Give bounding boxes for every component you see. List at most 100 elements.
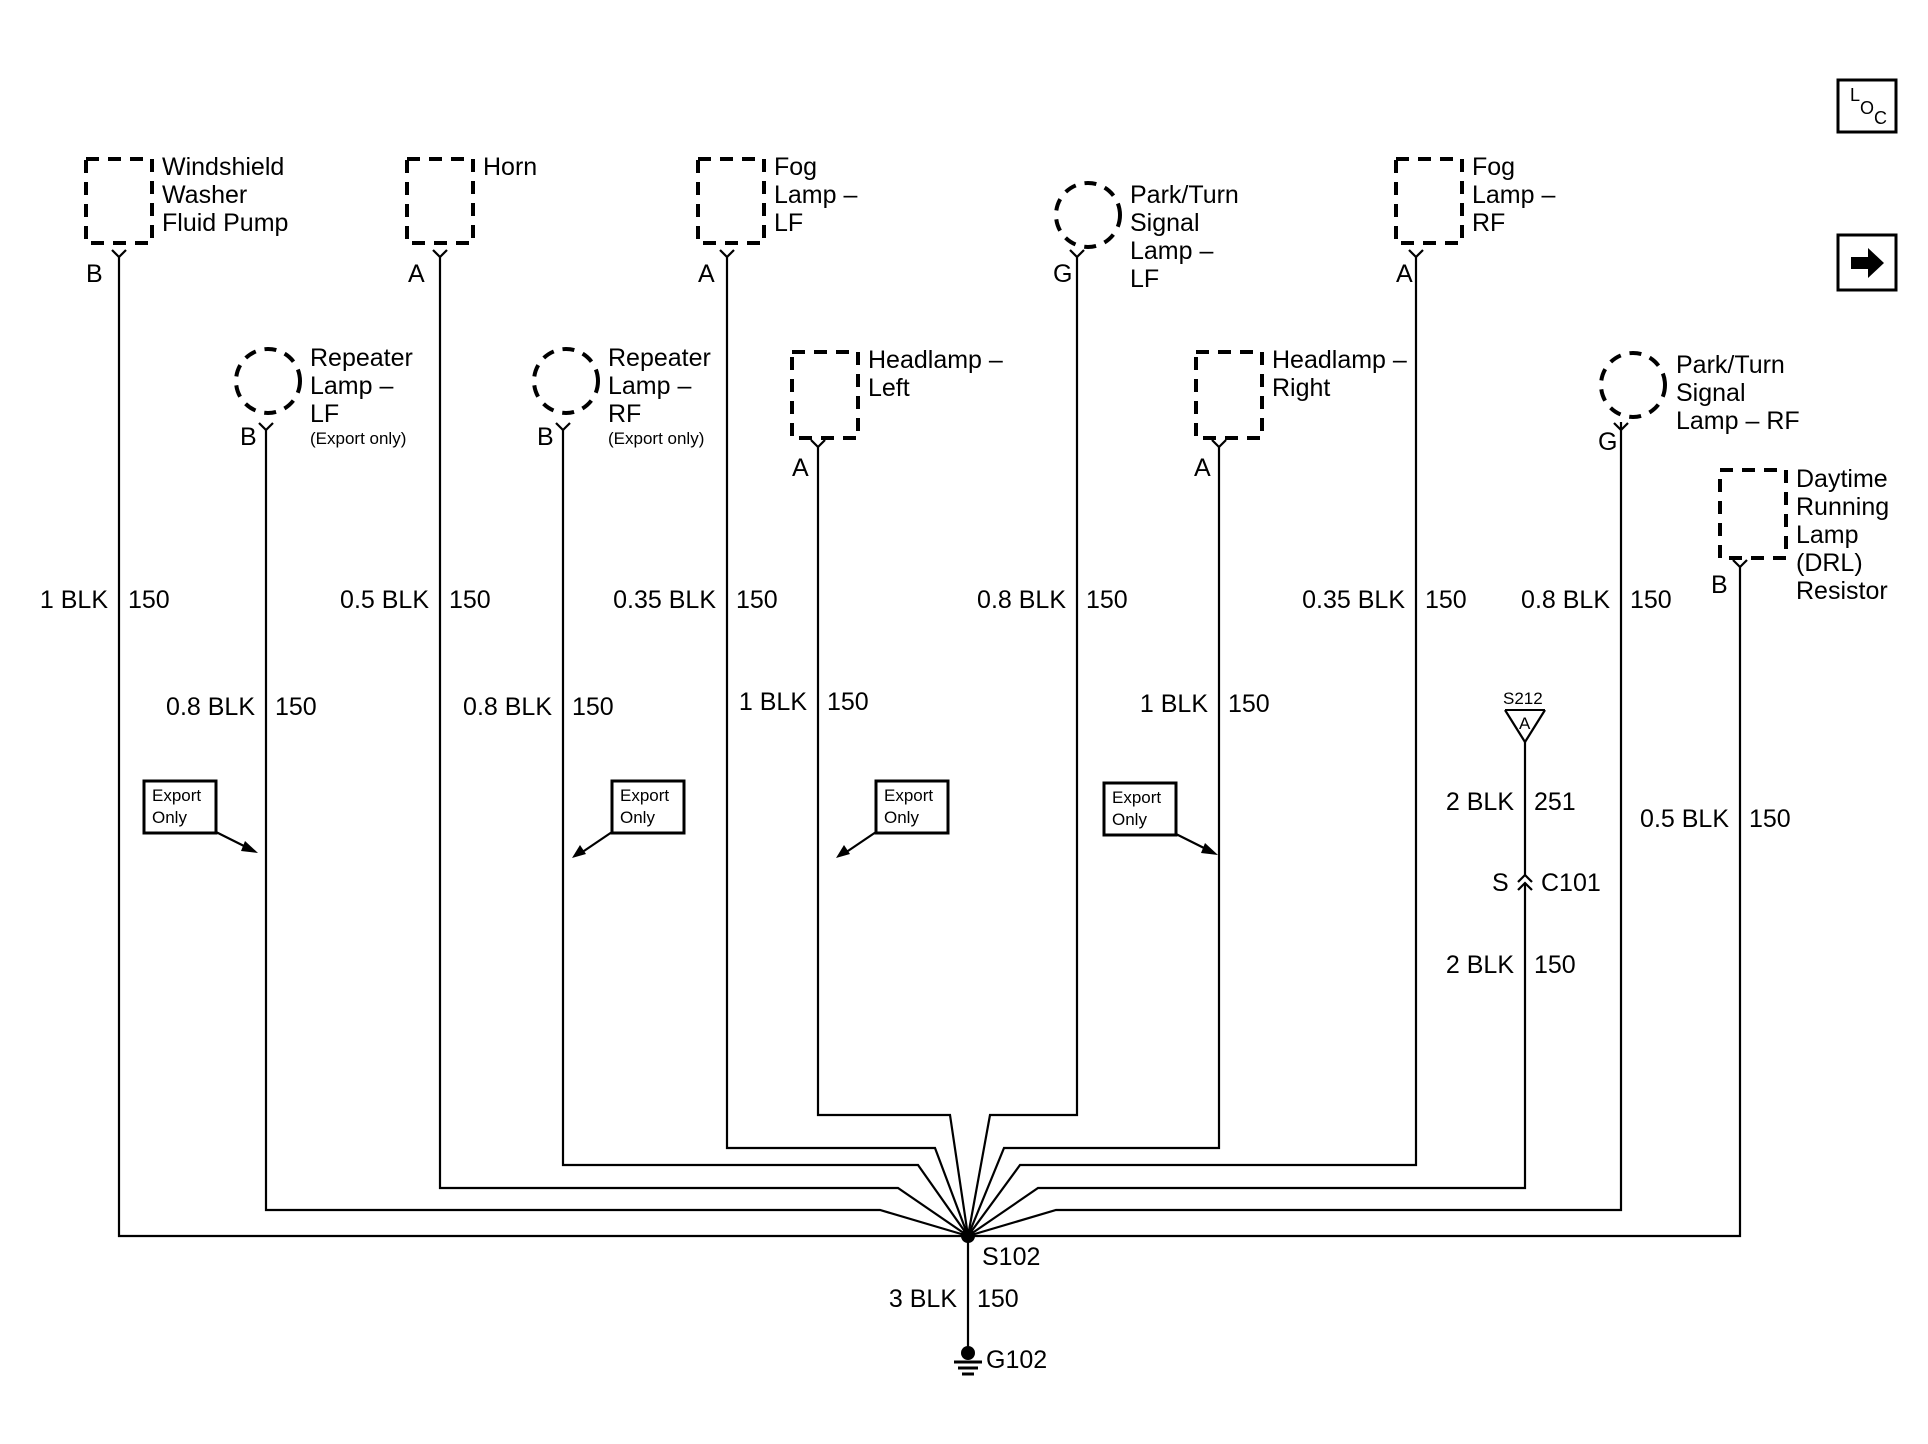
export-only-callout-3: Export Only (836, 779, 950, 858)
arrow-head-icon (836, 845, 850, 858)
splice-s212-label: S212 (1503, 689, 1543, 708)
arrow-head-icon (572, 845, 586, 858)
svg-text:Export: Export (152, 786, 201, 805)
wires (117, 257, 1742, 1350)
pin-y-icon (719, 249, 735, 259)
wire-park-turn-rf (967, 422, 1623, 1238)
wire-circuit: 150 (128, 586, 170, 614)
connector-c101 (1517, 873, 1533, 905)
wire-circuit: 150 (1425, 586, 1467, 614)
splice-s102-dot (961, 1229, 975, 1243)
pin-y-icon (111, 249, 127, 259)
svg-text:Only: Only (884, 808, 919, 827)
location-button[interactable]: L O C (1836, 78, 1898, 134)
wire-fog-rf (967, 257, 1418, 1237)
export-only-callout-1: Export Only (142, 779, 258, 853)
svg-text:Export: Export (620, 786, 669, 805)
wire-gauge: 1 BLK (40, 586, 108, 614)
repeater-rf-label: Repeater Lamp – RF (608, 344, 718, 428)
ground-icon (954, 1346, 982, 1376)
headlamp-right-box (1194, 350, 1264, 440)
wire-gauge: 1 BLK (739, 688, 807, 716)
drl-resistor-box (1718, 468, 1788, 560)
fog-lf-label: Fog Lamp – LF (774, 153, 864, 237)
washer-pump-pin: B (86, 260, 103, 288)
pin-y-icon (1732, 559, 1748, 569)
park-turn-rf-circle (1599, 351, 1667, 419)
fog-rf-box (1394, 157, 1464, 245)
splice-pack-s212: S212 A (1503, 689, 1546, 745)
repeater-lf-pin: B (240, 423, 257, 451)
wire-drl-resistor (968, 567, 1742, 1238)
wire-gauge: 2 BLK (1446, 788, 1514, 816)
wire-circuit: 150 (977, 1285, 1019, 1313)
wire-gauge: 0.5 BLK (340, 586, 429, 614)
connector-c101-label: C101 (1541, 869, 1601, 897)
export-only-callout-2: Export Only (572, 779, 686, 858)
park-turn-lf-pin: G (1053, 260, 1072, 288)
connector-c101-pin: S (1492, 869, 1509, 897)
pin-y-icon (1211, 439, 1227, 449)
splice-s212-pin: A (1519, 714, 1531, 733)
fog-rf-label: Fog Lamp – RF (1472, 153, 1562, 237)
washer-pump-label: Windshield Washer Fluid Pump (162, 153, 291, 237)
wire-gauge: 0.8 BLK (977, 586, 1066, 614)
park-turn-rf-pin: G (1598, 428, 1617, 456)
horn-pin: A (408, 260, 425, 288)
pin-y-icon (1613, 422, 1629, 432)
washer-pump-box (84, 157, 154, 245)
svg-text:Only: Only (1112, 810, 1147, 829)
park-turn-lf-label: Park/Turn Signal Lamp – LF (1130, 181, 1246, 293)
wire-circuit: 150 (1086, 586, 1128, 614)
svg-text:Export: Export (884, 786, 933, 805)
fog-lf-box (696, 157, 766, 245)
wire-gauge: 0.8 BLK (463, 693, 552, 721)
headlamp-left-pin: A (792, 454, 809, 482)
wire-circuit: 150 (449, 586, 491, 614)
wire-circuit: 150 (1749, 805, 1791, 833)
wire-circuit: 150 (1228, 690, 1270, 718)
pin-y-icon (1069, 249, 1085, 259)
wire-park-turn-lf (966, 257, 1079, 1237)
horn-label: Horn (483, 153, 537, 181)
arrow-head-icon (241, 841, 258, 853)
splice-s102-label: S102 (982, 1243, 1040, 1271)
arrow-right-icon (1851, 248, 1884, 278)
loc-l-text: L (1850, 85, 1860, 105)
svg-text:Export: Export (1112, 788, 1161, 807)
loc-c-text: C (1874, 108, 1887, 128)
svg-text:Only: Only (152, 808, 187, 827)
loc-o-text: O (1860, 98, 1874, 118)
repeater-rf-note: (Export only) (608, 429, 704, 448)
pin-y-icon (1408, 249, 1424, 259)
wire-circuit: 150 (572, 693, 614, 721)
wire-gauge: 0.35 BLK (1302, 586, 1405, 614)
fog-rf-pin: A (1396, 260, 1413, 288)
wire-circuit: 150 (275, 693, 317, 721)
export-only-callout-4: Export Only (1102, 781, 1218, 855)
park-turn-lf-circle (1054, 181, 1122, 249)
pin-y-icon (810, 439, 826, 449)
wire-fog-lf (725, 257, 970, 1237)
arrow-head-icon (1201, 843, 1218, 855)
wire-gauge: 0.35 BLK (613, 586, 716, 614)
repeater-lf-label: Repeater Lamp – LF (310, 344, 420, 428)
wire-circuit: 150 (1534, 951, 1576, 979)
wire-gauge: 2 BLK (1446, 951, 1514, 979)
wire-circuit: 150 (1630, 586, 1672, 614)
wire-washer-pump (117, 257, 968, 1238)
wire-headlamp-left (816, 447, 970, 1237)
wire-gauge: 3 BLK (889, 1285, 957, 1313)
wire-repeater-rf (561, 430, 969, 1237)
wire-circuit: 150 (827, 688, 869, 716)
headlamp-left-label: Headlamp – Left (868, 346, 1010, 402)
next-page-button[interactable] (1836, 233, 1898, 292)
svg-text:Only: Only (620, 808, 655, 827)
wire-gauge: 0.8 BLK (1521, 586, 1610, 614)
horn-box (405, 157, 475, 245)
wire-circuit: 251 (1534, 788, 1576, 816)
repeater-rf-circle (532, 347, 600, 415)
wire-horn (438, 257, 969, 1237)
repeater-lf-circle (234, 347, 302, 415)
ground-g102-label: G102 (986, 1346, 1047, 1374)
